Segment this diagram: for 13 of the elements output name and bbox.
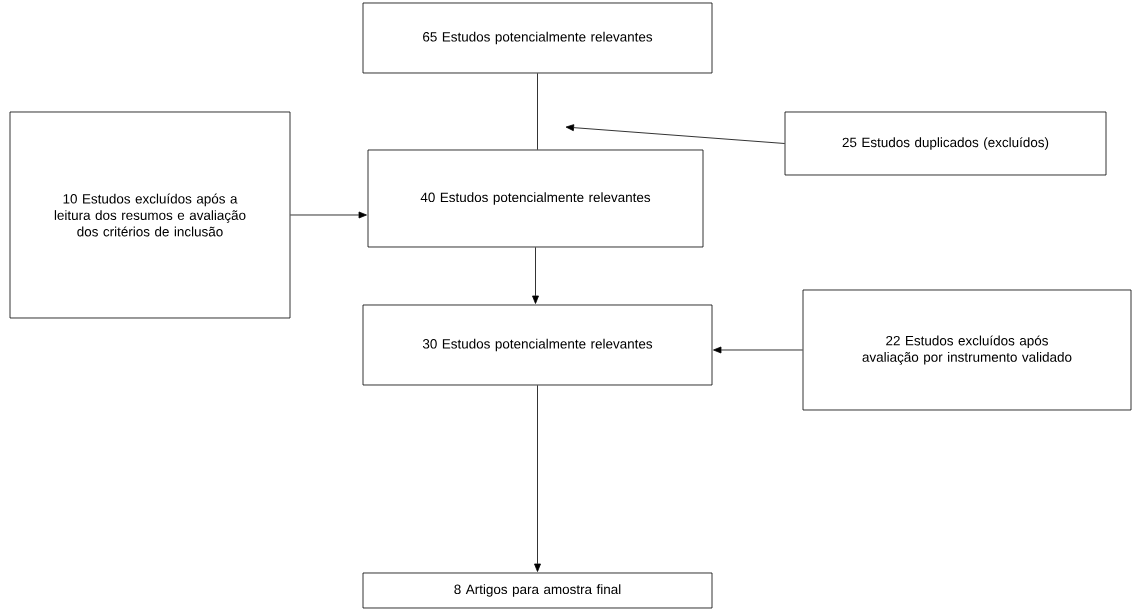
arrow [565, 124, 785, 144]
process-box: 22 Estudos excluídos após avaliação por instrumento validado [802, 289, 1132, 411]
arrow [532, 247, 539, 304]
process-box: 65 Estudos potencialmente relevantes [362, 2, 713, 74]
process-box: 10 Estudos excluídos após a leitura dos resumos e avaliação dos critérios de inclusão [9, 111, 291, 319]
process-box: 40 Estudos potencialmente relevantes [367, 149, 704, 248]
connector-line [537, 73, 538, 150]
arrow [534, 385, 541, 572]
process-box: 8 Artigos para amostra final [362, 572, 713, 609]
arrow [290, 211, 367, 219]
arrow [713, 346, 803, 354]
process-box: 30 Estudos potencialmente relevantes [362, 304, 713, 386]
process-box: 25 Estudos duplicados (excluídos) [784, 111, 1107, 176]
